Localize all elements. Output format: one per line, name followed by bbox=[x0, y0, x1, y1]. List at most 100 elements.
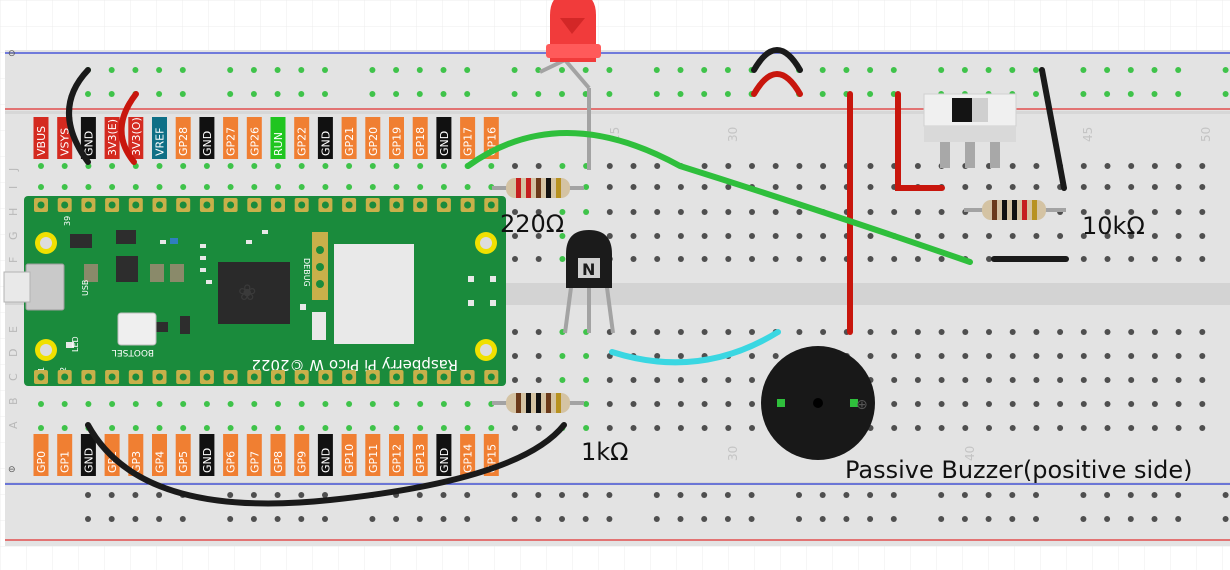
breadboard-hole bbox=[962, 377, 969, 383]
npn-transistor[interactable]: N bbox=[563, 230, 615, 334]
wire-red[interactable] bbox=[118, 91, 139, 165]
breadboard-hole bbox=[701, 256, 708, 262]
pin-label-tag bbox=[128, 434, 144, 476]
wire-black[interactable] bbox=[1039, 67, 1067, 191]
pin-label-tag bbox=[152, 434, 167, 476]
pin-label: GP7 bbox=[248, 451, 261, 473]
red-led[interactable] bbox=[539, 0, 601, 170]
rail-hole bbox=[1080, 67, 1087, 73]
pin-label-tag bbox=[80, 117, 96, 159]
pico-pad-hole bbox=[61, 373, 69, 381]
rail-hole bbox=[677, 67, 684, 73]
rail-hole bbox=[1175, 492, 1182, 498]
pin-label-tag bbox=[317, 117, 333, 159]
rail-hole bbox=[322, 67, 328, 73]
pin-label-tag bbox=[199, 117, 215, 159]
buzzer-pin bbox=[850, 399, 858, 407]
buzzer-label: Passive Buzzer(positive side) bbox=[845, 456, 1193, 484]
passive-buzzer[interactable]: ⊕ bbox=[761, 346, 875, 460]
rail-hole bbox=[416, 67, 423, 73]
rail-hole bbox=[108, 67, 115, 73]
breadboard-hole bbox=[677, 329, 684, 335]
rail-hole bbox=[250, 91, 257, 97]
wire-green[interactable] bbox=[465, 130, 973, 265]
breadboard-hole bbox=[1175, 233, 1182, 239]
pin-label: 3V3(O) bbox=[130, 117, 143, 156]
wire-cyan[interactable] bbox=[609, 329, 781, 366]
wire-black[interactable] bbox=[66, 67, 91, 165]
breadboard-hole bbox=[1199, 401, 1206, 407]
breadboard-hole bbox=[440, 425, 447, 431]
breadboard-hole bbox=[227, 163, 234, 169]
pico-pad-hole bbox=[132, 373, 140, 381]
breadboard-hole bbox=[725, 256, 732, 262]
rail-hole bbox=[867, 492, 874, 498]
resistor-220[interactable] bbox=[492, 178, 584, 198]
breadboard-hole bbox=[914, 353, 921, 359]
rail-hole bbox=[1222, 67, 1229, 73]
rail-hole bbox=[132, 516, 139, 522]
wire-red[interactable] bbox=[895, 91, 945, 191]
breadboard-hole bbox=[1009, 353, 1016, 359]
rail-hole bbox=[250, 67, 257, 73]
pico-pad-hole bbox=[416, 373, 424, 381]
switch-slider[interactable] bbox=[952, 98, 972, 122]
pin-label: GP6 bbox=[225, 451, 238, 473]
pin-label: GP12 bbox=[391, 444, 404, 473]
mount-hole-center bbox=[40, 237, 52, 249]
breadboard-hole bbox=[369, 425, 376, 431]
pin-label: GP1 bbox=[59, 451, 72, 473]
breadboard-hole bbox=[820, 256, 827, 262]
breadboard-hole bbox=[1009, 329, 1016, 335]
rail-hole bbox=[724, 67, 731, 73]
pico-castellated-pads bbox=[34, 198, 499, 384]
breadboard-hole bbox=[132, 401, 139, 407]
breadboard-hole bbox=[606, 377, 613, 383]
breadboard-hole bbox=[749, 256, 755, 262]
wire-black[interactable] bbox=[85, 422, 567, 507]
chip-small bbox=[70, 234, 92, 248]
breadboard-hole bbox=[559, 377, 566, 383]
breadboard-hole bbox=[701, 209, 708, 215]
breadboard-hole bbox=[725, 425, 732, 431]
bootsel-button[interactable] bbox=[117, 312, 157, 346]
pico-pad-hole bbox=[393, 373, 400, 381]
breadboard-hole bbox=[1057, 353, 1064, 359]
pico-pad-hole bbox=[132, 201, 140, 209]
rail-hole bbox=[867, 67, 874, 73]
breadboard-hole bbox=[820, 329, 827, 335]
rail-hole bbox=[890, 492, 897, 498]
resistor-10k[interactable] bbox=[964, 200, 1066, 220]
resistor-1k[interactable] bbox=[492, 393, 584, 413]
rail-hole bbox=[867, 516, 874, 522]
breadboard-hole bbox=[701, 377, 708, 383]
rail-hole bbox=[132, 492, 139, 498]
resistor-band bbox=[556, 178, 561, 198]
breadboard-hole bbox=[938, 329, 945, 335]
breadboard-hole bbox=[701, 329, 708, 335]
breadboard-hole bbox=[701, 401, 708, 407]
breadboard-hole bbox=[914, 256, 921, 262]
breadboard-hole bbox=[1128, 401, 1135, 407]
wire-red[interactable] bbox=[751, 71, 803, 97]
led-label: LED bbox=[71, 336, 80, 352]
cap bbox=[200, 268, 206, 272]
pico-pad-hole bbox=[464, 373, 472, 381]
rail-hole bbox=[606, 91, 613, 97]
breadboard-hole bbox=[1033, 184, 1040, 190]
rail-hole bbox=[843, 492, 850, 498]
rail-hole bbox=[1104, 91, 1111, 97]
breadboard-hole bbox=[251, 184, 258, 190]
rail-hole bbox=[108, 91, 115, 97]
rail-hole bbox=[322, 516, 328, 522]
breadboard-hole bbox=[346, 401, 353, 407]
slide-switch[interactable] bbox=[923, 93, 1017, 168]
rail-hole bbox=[1033, 492, 1039, 498]
wire-black[interactable] bbox=[751, 47, 803, 73]
breadboard-hole bbox=[535, 329, 542, 335]
breadboard-hole bbox=[677, 233, 684, 239]
breadboard-hole bbox=[417, 184, 424, 190]
breadboard-hole bbox=[986, 353, 992, 359]
breadboard-hole bbox=[1175, 184, 1182, 190]
pico-pad-hole bbox=[108, 373, 116, 381]
